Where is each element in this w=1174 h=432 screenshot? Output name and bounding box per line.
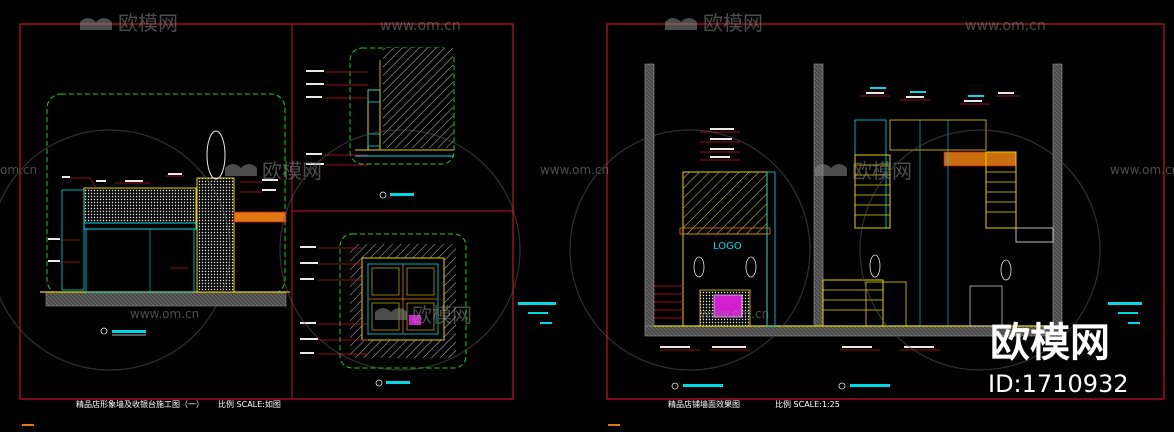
left-legend <box>518 302 556 305</box>
watermark-site: www.om.cn <box>130 307 199 321</box>
watermark-brand: 欧模网 <box>118 11 178 35</box>
logo-text: LOGO <box>713 241 742 252</box>
right-sheet-frame <box>606 23 1165 400</box>
left-sheet-caption: 精品店形象墙及收银台施工图（一） <box>76 399 204 409</box>
left-sheet: 精品店形象墙及收银台施工图（一） 比例 SCALE:如图 <box>19 23 556 409</box>
watermark-brand: 欧模网 <box>262 159 322 183</box>
watermark-top-right: 欧模网 www.om.cn <box>665 11 1046 35</box>
corner-mark-right <box>608 424 620 426</box>
watermark-site: www.om.cn <box>540 163 609 177</box>
watermark-middle: 欧模网 欧模网 om.cn www.om.cn www.om.cn <box>0 159 1174 183</box>
watermark-brand: 欧模网 <box>703 11 763 35</box>
corner-mark-left <box>22 424 34 426</box>
stair-section <box>822 119 1054 327</box>
watermark-site: www.om.cn <box>1110 163 1174 177</box>
watermarks: 欧模网 www.om.cn 欧模网 www.om.cn 欧模网 欧模网 om.c… <box>0 11 1174 371</box>
watermark-top-left: 欧模网 www.om.cn <box>80 11 461 35</box>
watermark-site: www.om.cn <box>380 18 461 34</box>
detail-2 <box>300 233 467 387</box>
watermark-site: www.om.cn <box>965 18 1046 34</box>
id-badge: 欧模网 ID:1710932 <box>988 320 1129 398</box>
watermark-bottom: 欧模网 www.om.cn www.om.cn <box>130 303 769 327</box>
right-sheet-scale: 比例 SCALE:1:25 <box>775 399 840 409</box>
badge-id: ID:1710932 <box>988 370 1129 398</box>
watermark-side-site: om.cn <box>0 163 37 177</box>
right-sheet-caption: 精品店铺墙面效果图 <box>668 399 740 409</box>
right-legend <box>1108 302 1142 305</box>
watermark-brand: 欧模网 <box>412 303 472 327</box>
cashier-elevation <box>40 93 290 336</box>
badge-brand: 欧模网 <box>990 320 1110 366</box>
detail-1 <box>306 47 455 199</box>
right-sheet: LOGO <box>606 23 1165 409</box>
watermark-site: www.om.cn <box>700 307 769 321</box>
watermark-brand: 欧模网 <box>852 159 912 183</box>
left-sheet-scale: 比例 SCALE:如图 <box>218 399 281 409</box>
logo-wall-elevation: LOGO <box>654 171 776 327</box>
